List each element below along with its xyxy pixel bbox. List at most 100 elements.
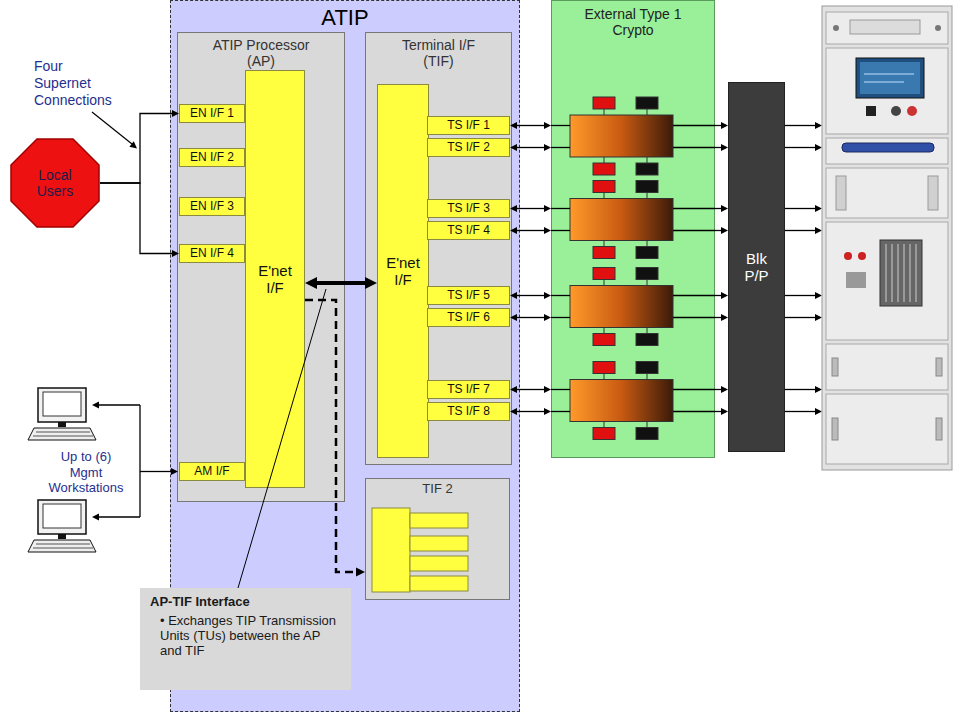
workstation-icon [43, 504, 81, 528]
workstation-wire [92, 514, 99, 521]
rack-wire [785, 230, 815, 231]
connector-line [315, 281, 368, 285]
arrow-head [544, 408, 551, 415]
box-text: TS I/F 2 [447, 141, 490, 155]
connector-line [305, 300, 358, 572]
workstation-wire [98, 516, 140, 517]
connector [715, 205, 728, 212]
arrow-head [721, 227, 728, 234]
box-text: EN I/F 1 [190, 107, 234, 121]
equipment-rack [826, 222, 948, 340]
crypto-device [593, 334, 615, 346]
crypto-device [570, 199, 673, 241]
rack-wire [815, 408, 822, 415]
crypto-wire [551, 411, 570, 412]
crypto-wire [551, 126, 715, 412]
rack-wire [815, 227, 822, 234]
arrow-head [510, 122, 517, 129]
workstation-icon [28, 500, 96, 552]
interface-box: TS I/F 1 [427, 116, 510, 135]
annotation-label: Up to (6) Mgmt Workstations [44, 449, 128, 496]
annotation-label: Four Supernet Connections [34, 58, 122, 108]
connector [510, 122, 551, 129]
tif2-ports [410, 556, 468, 571]
box-text: TS I/F 8 [447, 405, 490, 419]
crypto-wire [673, 411, 715, 412]
crypto-device [604, 374, 605, 380]
crypto-wire [551, 389, 570, 390]
crypto-device [636, 181, 658, 193]
interface-box: TS I/F 6 [427, 308, 510, 327]
tif2-ports [410, 513, 468, 528]
connector-line [100, 114, 173, 184]
crypto-device [604, 193, 605, 199]
equipment-rack [846, 272, 866, 288]
connector [510, 386, 551, 393]
connector [715, 144, 728, 151]
crypto-wire [551, 230, 570, 231]
rack-wire [785, 411, 815, 412]
box-text: TS I/F 6 [447, 311, 490, 325]
equipment-rack [826, 12, 948, 44]
crypto-device [570, 286, 673, 328]
crypto-device [593, 163, 615, 175]
crypto-wire [673, 208, 715, 209]
connector-line [516, 208, 546, 209]
crypto-device [647, 109, 648, 115]
pointer-arrow [129, 141, 137, 148]
crypto-device [636, 428, 658, 440]
box-text: TS I/F 1 [447, 119, 490, 133]
tif2-ports [372, 508, 468, 592]
crypto-device [593, 268, 615, 280]
workstation-wire [139, 405, 140, 517]
equipment-rack [904, 244, 905, 302]
equipment-rack [836, 176, 846, 210]
crypto-device [570, 362, 673, 440]
interface-box: EN I/F 3 [179, 197, 245, 216]
workstation-icon [33, 436, 93, 437]
workstation-icon [43, 392, 81, 416]
equipment-rack [866, 106, 876, 116]
arrow-head [365, 277, 377, 289]
crypto-device [636, 362, 658, 374]
rack-wire [815, 122, 822, 129]
arrow-head [510, 314, 517, 321]
equipment-rack [891, 106, 901, 116]
equipment-rack [832, 418, 838, 440]
crypto-device [636, 97, 658, 109]
equipment-rack [826, 48, 948, 134]
equipment-rack [886, 244, 887, 302]
arrow-head [510, 227, 517, 234]
workstation-icon [28, 540, 96, 552]
crypto-wire [673, 295, 715, 296]
terminal-box: Terminal I/F (TIF)E'net I/FTS I/F 1TS I/… [365, 32, 512, 465]
rack-wire [785, 122, 822, 415]
connector [510, 227, 551, 234]
arrow-head [544, 205, 551, 212]
connector [510, 292, 551, 299]
box-text: TS I/F 4 [447, 224, 490, 238]
box-text: TS I/F 3 [447, 202, 490, 216]
rack-wire [785, 295, 815, 296]
ethernet-box: E'net I/F [245, 70, 305, 488]
crypto-device [647, 422, 648, 428]
crypto-device [636, 268, 658, 280]
arrow-head [544, 386, 551, 393]
workstation-wire [171, 468, 178, 475]
crypto-device [636, 247, 658, 259]
box-text: TS I/F 5 [447, 289, 490, 303]
arrow-head [356, 568, 365, 577]
box-text: Local Users [20, 167, 90, 199]
pointer-arrow [92, 112, 137, 149]
equipment-rack [826, 344, 948, 390]
crypto-device [570, 268, 673, 346]
equipment-rack [936, 358, 942, 376]
arrow-head [544, 314, 551, 321]
crypto-device [593, 362, 615, 374]
connector-line [516, 295, 546, 296]
rack-wire [815, 386, 822, 393]
pointer-arrow [92, 112, 132, 144]
rack-wire [815, 292, 822, 299]
crypto-device [604, 328, 605, 334]
interface-box: EN I/F 1 [179, 104, 245, 123]
